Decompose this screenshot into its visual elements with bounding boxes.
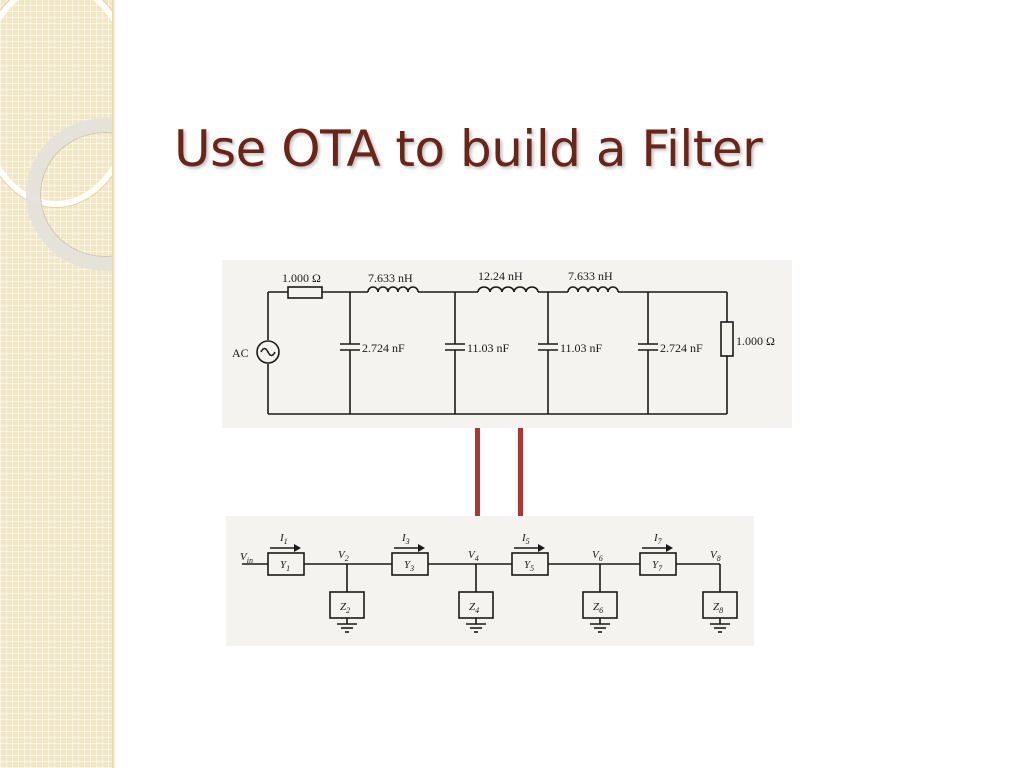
current-label: I5 bbox=[521, 532, 530, 546]
source-resistor-label: 1.000 Ω bbox=[282, 271, 321, 285]
capacitor-label: 11.03 nF bbox=[467, 341, 510, 355]
shunt-capacitor bbox=[445, 292, 465, 414]
ac-source-icon bbox=[256, 340, 280, 364]
ground-icon bbox=[710, 618, 730, 633]
load-resistor-icon bbox=[720, 321, 734, 357]
equivalence-bar-right bbox=[518, 428, 523, 516]
source-label: AC bbox=[232, 346, 249, 360]
current-label: I3 bbox=[401, 532, 410, 546]
block-diagram: Vin I1 Y1 V2 Z2 I3 Y3 V4 Z4 bbox=[226, 516, 754, 646]
inductor-label: 7.633 nH bbox=[368, 271, 413, 285]
ground-icon bbox=[466, 618, 486, 633]
admittance-label: Y1 bbox=[280, 559, 290, 573]
inductor-label: 7.633 nH bbox=[568, 269, 613, 283]
inductor-icon bbox=[367, 286, 419, 293]
node-voltage-label: V4 bbox=[468, 549, 479, 563]
inductor-label: 12.24 nH bbox=[478, 269, 523, 283]
sidebar-edge bbox=[112, 0, 116, 768]
ground-icon bbox=[337, 618, 357, 633]
inductor-icon bbox=[567, 286, 619, 293]
equivalence-bar-left bbox=[475, 428, 480, 516]
ladder-circuit-svg: AC 1.000 Ω 7.633 nH 12.24 nH 7.633 nH 2.… bbox=[232, 269, 775, 415]
node-voltage-label: V8 bbox=[710, 549, 721, 563]
slide-title: Use OTA to build a Filter bbox=[174, 120, 763, 178]
load-resistor-label: 1.000 Ω bbox=[736, 334, 775, 348]
capacitor-label: 2.724 nF bbox=[362, 341, 405, 355]
source-resistor-icon bbox=[287, 286, 323, 299]
shunt-capacitor bbox=[340, 292, 360, 414]
arrow-head-icon bbox=[294, 544, 301, 552]
block-diagram-svg: Vin I1 Y1 V2 Z2 I3 Y3 V4 Z4 bbox=[240, 532, 738, 633]
sine-wave-icon bbox=[260, 347, 276, 357]
node-voltage-label: V6 bbox=[592, 549, 603, 563]
current-label: I7 bbox=[653, 532, 663, 546]
shunt-capacitor bbox=[538, 292, 558, 414]
current-label: I1 bbox=[279, 532, 288, 546]
capacitor-label: 2.724 nF bbox=[660, 341, 703, 355]
admittance-label: Y3 bbox=[404, 559, 414, 573]
shunt-capacitor bbox=[638, 292, 658, 414]
arrow-head-icon bbox=[666, 544, 673, 552]
ground-icon bbox=[590, 618, 610, 633]
impedance-block bbox=[582, 591, 618, 619]
impedance-label: Z4 bbox=[469, 601, 479, 615]
impedance-label: Z8 bbox=[713, 601, 723, 615]
arrow-head-icon bbox=[538, 544, 545, 552]
ladder-circuit-diagram: AC 1.000 Ω 7.633 nH 12.24 nH 7.633 nH 2.… bbox=[222, 260, 792, 428]
admittance-label: Y7 bbox=[652, 559, 663, 573]
impedance-block bbox=[702, 591, 738, 619]
arrow-head-icon bbox=[418, 544, 425, 552]
impedance-label: Z2 bbox=[340, 601, 350, 615]
input-voltage-label: Vin bbox=[240, 551, 253, 565]
node-voltage-label: V2 bbox=[338, 549, 349, 563]
admittance-label: Y5 bbox=[524, 559, 534, 573]
decorative-sidebar bbox=[0, 0, 112, 768]
impedance-label: Z6 bbox=[593, 601, 603, 615]
inductor-icon bbox=[477, 286, 539, 293]
capacitor-label: 11.03 nF bbox=[560, 341, 603, 355]
